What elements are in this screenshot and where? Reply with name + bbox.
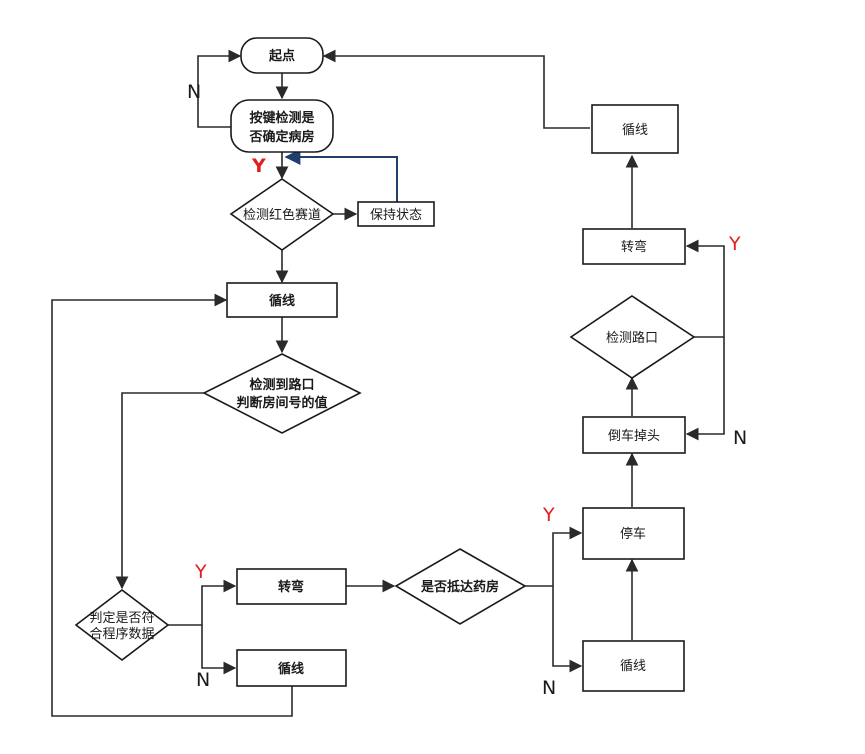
node-match-data-label-1: 判定是否符 bbox=[89, 610, 154, 626]
node-start bbox=[240, 37, 324, 74]
label-junction-yes: Y bbox=[728, 233, 741, 255]
node-follow-line-2 bbox=[236, 649, 347, 687]
label-arrive-yes: Y bbox=[542, 504, 555, 526]
node-junction-room-label-2: 判断房间号的值 bbox=[236, 395, 327, 411]
label-arrive-no: N bbox=[542, 677, 556, 699]
label-key-yes: Y bbox=[251, 155, 266, 177]
node-match-data bbox=[74, 588, 170, 662]
node-detect-junction bbox=[569, 295, 696, 379]
node-key-check bbox=[230, 99, 334, 153]
edge-junction-to-match bbox=[115, 392, 204, 590]
node-turn-2 bbox=[582, 228, 686, 265]
edge-key-no-loop bbox=[197, 49, 242, 128]
node-detect-red bbox=[229, 178, 335, 251]
node-follow-line-1-label: 循线 bbox=[269, 293, 295, 309]
node-turn-1 bbox=[236, 568, 347, 605]
node-match-data-label-2: 合程序数据 bbox=[89, 627, 154, 642]
node-junction-room bbox=[202, 353, 362, 434]
label-match-no: N bbox=[196, 669, 210, 691]
node-key-check-label-1: 按键检测是 bbox=[249, 110, 315, 126]
node-junction-room-label-1: 检测到路口 bbox=[249, 377, 314, 393]
node-stop bbox=[582, 507, 685, 560]
node-detect-red-label: 检测红色赛道 bbox=[243, 207, 321, 223]
node-turn-2-label: 转弯 bbox=[621, 239, 647, 255]
edge-arrive-no bbox=[552, 586, 583, 673]
node-stop-label: 停车 bbox=[620, 526, 646, 542]
node-reverse-uturn-label: 倒车掉头 bbox=[608, 428, 660, 444]
edge-junction2-no bbox=[685, 337, 725, 441]
node-reverse-uturn bbox=[582, 416, 686, 454]
edge-hold-loop bbox=[284, 149, 398, 202]
label-match-yes: Y bbox=[194, 561, 207, 583]
label-junction-no: N bbox=[733, 427, 747, 449]
node-detect-junction-label: 检测路口 bbox=[606, 330, 658, 346]
edge-match-no bbox=[201, 625, 237, 675]
edge-follow4-to-start bbox=[322, 49, 590, 129]
node-follow-line-3 bbox=[582, 640, 685, 692]
node-follow-line-4 bbox=[591, 104, 679, 154]
node-follow-line-3-label: 循线 bbox=[620, 659, 646, 674]
node-follow-line-1 bbox=[226, 282, 338, 318]
edge-junction2-yes bbox=[685, 239, 725, 338]
edge-follow2-loop bbox=[51, 293, 293, 717]
edge-match-yes bbox=[168, 579, 237, 626]
label-key-no: N bbox=[187, 81, 201, 103]
node-hold-state bbox=[357, 201, 435, 227]
node-start-label: 起点 bbox=[268, 48, 295, 64]
node-arrive-pharmacy-label: 是否抵达药房 bbox=[420, 579, 499, 595]
node-follow-line-4-label: 循线 bbox=[622, 123, 648, 138]
edge-arrive-yes bbox=[525, 526, 583, 587]
node-turn-1-label: 转弯 bbox=[278, 579, 304, 595]
node-key-check-label-2: 否确定病房 bbox=[248, 129, 314, 145]
node-hold-state-label: 保持状态 bbox=[370, 208, 422, 223]
node-arrive-pharmacy bbox=[394, 548, 527, 625]
node-follow-line-2-label: 循线 bbox=[278, 661, 304, 677]
